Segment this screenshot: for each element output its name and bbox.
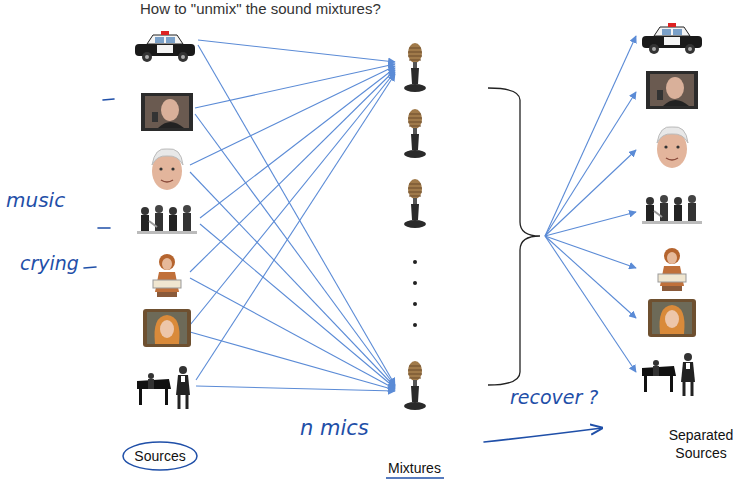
microphone: [404, 109, 426, 158]
tv-speech: [646, 71, 698, 109]
microphone: [404, 179, 426, 228]
column-label: Mixtures: [388, 460, 441, 476]
annotation: recover ?: [510, 386, 598, 408]
speaker-face: [152, 149, 183, 190]
node-text: Sources: [134, 448, 186, 464]
crying-child: [658, 248, 686, 291]
piano-player: [642, 353, 695, 396]
police-car: [642, 23, 702, 54]
tv-singer: [648, 299, 696, 337]
microphone: [404, 361, 426, 410]
police-car: [135, 31, 195, 62]
piano-player: [137, 366, 190, 409]
annotation-marks: [84, 99, 602, 442]
microphone: [404, 43, 426, 92]
tv-singer: [143, 309, 191, 347]
tv-speech: [141, 93, 193, 131]
speaker-face: [657, 127, 688, 168]
column-label: Separated Sources: [664, 427, 738, 462]
annotation: crying: [20, 252, 79, 274]
unmix-arrows: [545, 36, 636, 372]
annotation: n mics: [300, 416, 369, 440]
bracket: [488, 88, 540, 385]
annotation: music: [6, 188, 65, 212]
title: How to "unmix" the sound mixtures?: [140, 0, 381, 17]
circled-label: Sources: [122, 441, 198, 471]
ellipsis-dots: [413, 260, 417, 327]
underline: [386, 477, 444, 478]
crying-child: [153, 254, 181, 297]
mixing-arrows: [190, 40, 395, 391]
band-icon: [137, 205, 197, 234]
band-icon: [642, 195, 702, 224]
